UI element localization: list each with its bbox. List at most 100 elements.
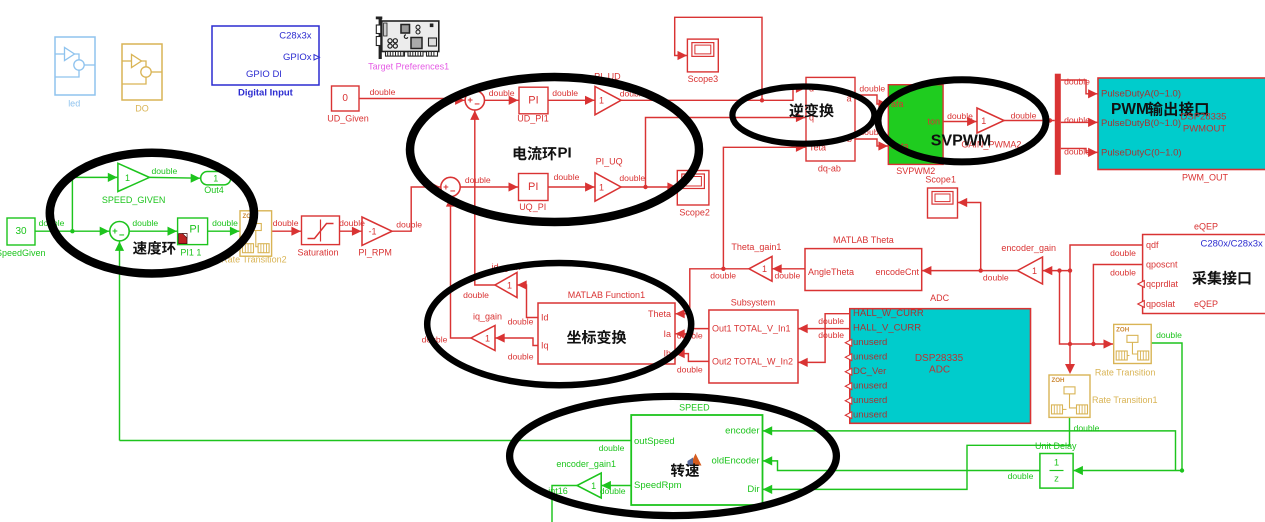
svg-text:1: 1 [507, 280, 512, 290]
svg-text:double: double [1110, 267, 1136, 277]
svg-text:double: double [212, 218, 238, 228]
svg-text:ZOH: ZOH [1116, 326, 1130, 333]
svg-text:afa: afa [891, 99, 904, 109]
svg-text:unuserd: unuserd [853, 337, 887, 348]
svg-text:SPEED: SPEED [679, 402, 710, 412]
svg-text:UD_Given: UD_Given [327, 114, 369, 124]
svg-text:double: double [1064, 115, 1090, 125]
svg-text:MATLAB Function1: MATLAB Function1 [568, 290, 645, 300]
svg-text:Ib: Ib [663, 349, 671, 359]
svg-text:encodeCnt: encodeCnt [875, 267, 919, 277]
svg-text:Saturation: Saturation [297, 248, 338, 258]
svg-text:SVPWM2: SVPWM2 [896, 166, 935, 176]
svg-text:AngleTheta: AngleTheta [808, 267, 854, 277]
svg-text:1: 1 [762, 264, 767, 274]
svg-text:GAIN_PWMA2: GAIN_PWMA2 [961, 140, 1021, 150]
svg-text:double: double [1011, 111, 1037, 121]
svg-text:outSpeed: outSpeed [634, 436, 675, 447]
svg-text:encoder_gain: encoder_gain [1001, 243, 1056, 253]
svg-text:double: double [465, 175, 491, 185]
svg-text:−: − [474, 99, 480, 110]
svg-text:int16: int16 [548, 486, 568, 496]
svg-text:double: double [370, 87, 396, 97]
svg-text:q: q [809, 113, 814, 123]
svg-text:PI1 1: PI1 1 [180, 248, 201, 258]
svg-text:1: 1 [1032, 266, 1037, 276]
svg-text:1: 1 [599, 96, 604, 106]
svg-text:Out2 TOTAL_W_In2: Out2 TOTAL_W_In2 [712, 356, 793, 366]
svg-text:SpeedRpm: SpeedRpm [634, 480, 682, 491]
svg-text:oldEncoder: oldEncoder [711, 456, 759, 467]
svg-text:double: double [600, 486, 626, 496]
svg-text:C28x3x: C28x3x [279, 30, 311, 41]
svg-text:PI: PI [558, 145, 572, 162]
svg-text:double: double [489, 88, 515, 98]
svg-text:double: double [554, 172, 580, 182]
svg-text:PWM_OUT: PWM_OUT [1182, 173, 1229, 183]
svg-text:double: double [619, 173, 645, 183]
svg-text:double: double [1156, 330, 1182, 340]
svg-text:Rate Transition2: Rate Transition2 [221, 255, 287, 265]
svg-text:1: 1 [599, 182, 604, 192]
svg-text:double: double [859, 83, 885, 93]
svg-text:double: double [151, 166, 177, 176]
svg-text:DSP28335: DSP28335 [1181, 112, 1227, 123]
svg-text:PI: PI [528, 94, 538, 106]
svg-text:double: double [339, 218, 365, 228]
svg-text:ADC: ADC [930, 293, 950, 303]
svg-text:+: + [467, 95, 473, 106]
svg-text:ton: ton [927, 117, 940, 127]
svg-text:unuserd: unuserd [853, 352, 887, 363]
svg-text:PWMOUT: PWMOUT [1183, 124, 1226, 135]
svg-text:double: double [1074, 423, 1100, 433]
svg-text:double: double [396, 220, 422, 230]
svg-text:Scope3: Scope3 [688, 74, 719, 84]
svg-text:Id: Id [541, 313, 549, 323]
svg-text:1: 1 [485, 333, 490, 343]
svg-text:Dir: Dir [747, 484, 759, 495]
svg-text:PWM: PWM [1111, 101, 1149, 118]
svg-text:PI_RPM: PI_RPM [358, 248, 392, 258]
svg-text:DO: DO [135, 104, 149, 114]
svg-text:1: 1 [125, 173, 130, 183]
svg-text:Digital Input: Digital Input [238, 88, 294, 99]
svg-text:double: double [1110, 248, 1136, 258]
svg-text:GPIOx: GPIOx [283, 52, 312, 63]
svg-text:-1: -1 [368, 226, 376, 236]
svg-text:Out4: Out4 [204, 185, 224, 195]
svg-text:unuserd: unuserd [853, 410, 887, 421]
svg-text:DSP28335: DSP28335 [915, 353, 964, 364]
svg-text:MATLAB Theta: MATLAB Theta [833, 235, 894, 245]
svg-text:SVPWM: SVPWM [931, 133, 991, 150]
svg-text:double: double [983, 272, 1009, 282]
svg-text:+: + [112, 226, 118, 237]
svg-text:UD_PI1: UD_PI1 [517, 114, 549, 124]
svg-text:double: double [1064, 77, 1090, 87]
svg-text:PI: PI [528, 181, 538, 193]
svg-text:qdf: qdf [1146, 240, 1159, 250]
svg-text:PulseDutyC(0~1.0): PulseDutyC(0~1.0) [1101, 148, 1182, 159]
svg-text:HALL_W_CURR: HALL_W_CURR [853, 308, 924, 319]
svg-text:PI_UD: PI_UD [594, 71, 621, 81]
svg-text:Scope2: Scope2 [679, 207, 710, 217]
svg-text:1: 1 [981, 116, 986, 126]
svg-text:SpeedGiven: SpeedGiven [0, 248, 46, 258]
svg-text:−: − [119, 230, 125, 241]
svg-text:double: double [552, 88, 578, 98]
svg-text:PulseDutyA(0~1.0): PulseDutyA(0~1.0) [1101, 89, 1181, 100]
svg-text:Target Preferences1: Target Preferences1 [368, 62, 449, 72]
svg-text:1: 1 [1054, 458, 1059, 469]
svg-text:double: double [947, 111, 973, 121]
svg-text:encoder: encoder [725, 426, 759, 437]
svg-text:double: double [818, 316, 844, 326]
svg-text:UQ_PI: UQ_PI [519, 202, 546, 212]
svg-text:C280x/C28x3x: C280x/C28x3x [1201, 239, 1264, 250]
svg-text:encoder_gain1: encoder_gain1 [556, 459, 616, 469]
svg-text:Rate Transition1: Rate Transition1 [1092, 395, 1158, 405]
svg-text:SPEED_GIVEN: SPEED_GIVEN [102, 195, 166, 205]
svg-text:PI_UQ: PI_UQ [596, 156, 623, 166]
svg-text:double: double [508, 352, 534, 362]
svg-text:+: + [443, 182, 449, 193]
svg-text:double: double [508, 317, 534, 327]
svg-text:led: led [68, 98, 80, 108]
